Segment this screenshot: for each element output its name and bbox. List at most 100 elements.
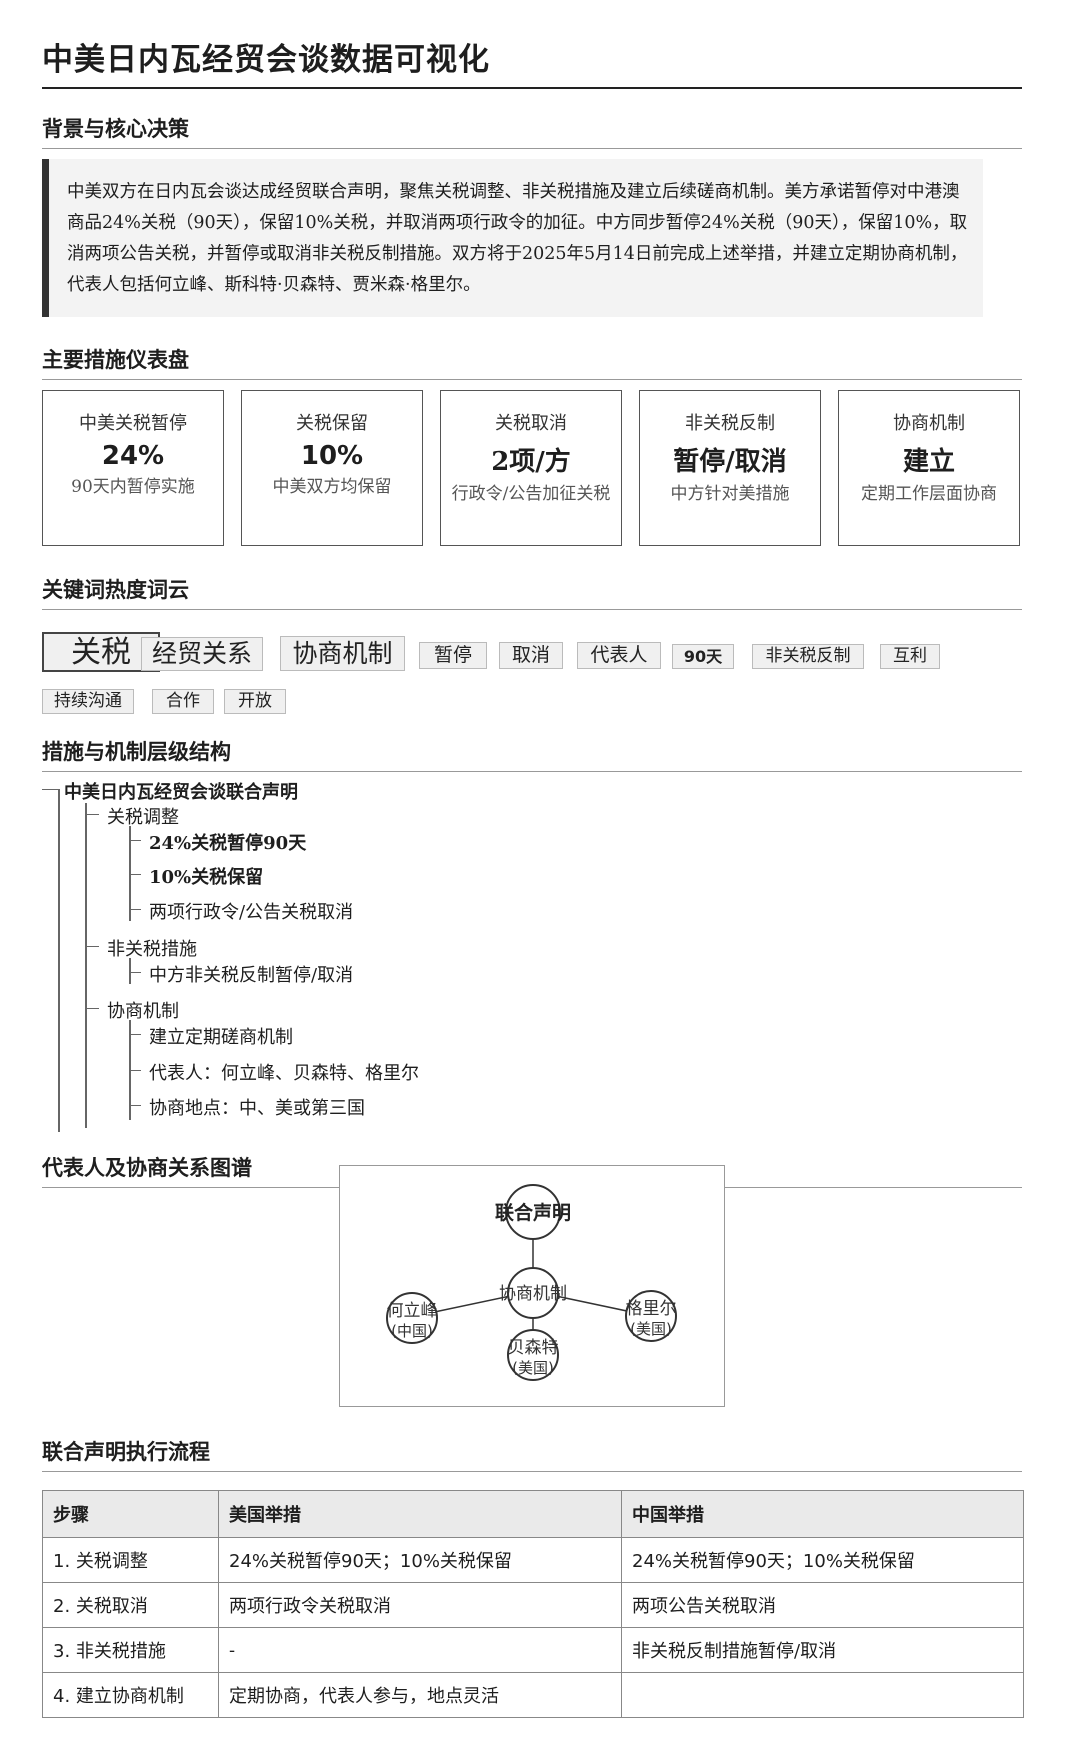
tree-line	[129, 874, 141, 875]
tree-line	[42, 789, 60, 790]
card-value: 暂停/取消	[673, 447, 787, 477]
card-consultation: 协商机制 建立 定期工作层面协商	[838, 390, 1020, 546]
table-header-cell: 美国举措	[218, 1490, 622, 1538]
table-cell: 24%关税暂停90天；10%关税保留	[621, 1537, 1024, 1583]
table-header-cell: 中国举措	[621, 1490, 1024, 1538]
card-desc: 中美双方均保留	[272, 477, 392, 497]
table-cell: 两项公告关税取消	[621, 1582, 1024, 1628]
label-he-country: (中国)	[391, 1322, 433, 1340]
page-title: 中美日内瓦经贸会谈数据可视化	[42, 0, 1022, 89]
table-cell	[621, 1672, 1024, 1718]
table-cell: 两项行政令关税取消	[218, 1582, 622, 1628]
tree-leaf: 建立定期磋商机制	[149, 1027, 293, 1048]
keyword-tag: 代表人	[577, 642, 661, 669]
card-value: 2项/方	[491, 447, 571, 477]
table-cell: 1. 关税调整	[42, 1537, 219, 1583]
keyword-tag: 开放	[224, 689, 286, 714]
tree-line	[58, 789, 60, 1132]
keyword-tag: 取消	[499, 642, 563, 669]
keyword-tag: 协商机制	[280, 636, 405, 671]
keyword-tag: 暂停	[419, 642, 487, 669]
card-value: 建立	[902, 447, 955, 477]
keyword-tag: 经贸关系	[141, 637, 263, 671]
tree-leaf: 中方非关税反制暂停/取消	[149, 965, 354, 986]
label-statement: 联合声明	[495, 1201, 571, 1224]
tree-line	[129, 1105, 141, 1106]
tree-group-consultation: 协商机制	[107, 1001, 179, 1022]
card-tariff-pause: 中美关税暂停 24% 90天内暂停实施	[42, 390, 224, 546]
tree-line	[129, 1070, 141, 1071]
tree-leaf: 代表人：何立峰、贝森特、格里尔	[149, 1063, 419, 1084]
table-cell: 4. 建立协商机制	[42, 1672, 219, 1718]
card-tariff-cancel: 关税取消 2项/方 行政令/公告加征关税	[440, 390, 622, 546]
table-header-row: 步骤 美国举措 中国举措	[42, 1490, 1024, 1538]
dashboard-cards: 中美关税暂停 24% 90天内暂停实施 关税保留 10% 中美双方均保留 关税取…	[42, 390, 1022, 546]
card-tariff-retain: 关税保留 10% 中美双方均保留	[241, 390, 423, 546]
keyword-tag: 持续沟通	[42, 689, 134, 714]
tree-line	[129, 840, 141, 841]
tree-line	[85, 803, 87, 1128]
keyword-tag: 互利	[880, 644, 940, 669]
section-title-wordcloud: 关键词热度词云	[42, 574, 1022, 610]
keyword-tag: 关税	[42, 632, 160, 672]
label-bessent-country: (美国)	[512, 1359, 554, 1377]
table-row: 3. 非关税措施 - 非关税反制措施暂停/取消	[42, 1627, 1024, 1673]
section-title-flow: 联合声明执行流程	[42, 1436, 1022, 1472]
card-desc: 定期工作层面协商	[861, 484, 997, 504]
label-greer-name: 格里尔	[626, 1299, 677, 1319]
table-header-cell: 步骤	[42, 1490, 219, 1538]
table-row: 2. 关税取消 两项行政令关税取消 两项公告关税取消	[42, 1582, 1024, 1628]
card-title: 中美关税暂停	[79, 413, 187, 434]
table-cell: -	[218, 1627, 622, 1673]
card-desc: 90天内暂停实施	[71, 477, 195, 497]
tree-line	[129, 826, 131, 921]
keyword-cloud: 关税 经贸关系 协商机制 暂停 取消 代表人 90天 非关税反制 互利 持续沟通…	[42, 632, 1022, 722]
node-greer	[625, 1290, 677, 1342]
tree-root: 中美日内瓦经贸会谈联合声明	[64, 782, 298, 803]
tree-leaf: 两项行政令/公告关税取消	[149, 902, 354, 923]
tree-leaf: 24%关税暂停90天	[149, 833, 307, 854]
card-value: 24%	[101, 441, 165, 471]
node-statement	[505, 1184, 561, 1240]
tree-line	[129, 958, 131, 984]
table-cell: 3. 非关税措施	[42, 1627, 219, 1673]
tree-line	[85, 946, 99, 947]
node-bessent	[507, 1329, 559, 1381]
card-title: 非关税反制	[685, 413, 775, 434]
card-desc: 中方针对美措施	[670, 484, 790, 504]
tree-line	[129, 972, 141, 973]
card-non-tariff: 非关税反制 暂停/取消 中方针对美措施	[639, 390, 821, 546]
background-text: 中美双方在日内瓦会谈达成经贸联合声明，聚焦关税调整、非关税措施及建立后续磋商机制…	[67, 182, 968, 295]
keyword-tag: 90天	[672, 644, 734, 669]
card-title: 关税取消	[495, 413, 567, 434]
tree-group-non-tariff: 非关税措施	[107, 939, 197, 960]
card-title: 协商机制	[893, 413, 965, 434]
tree-line	[85, 1008, 99, 1009]
tree-line	[85, 814, 99, 815]
label-mechanism: 协商机制	[499, 1284, 567, 1304]
section-title-dashboard: 主要措施仪表盘	[42, 344, 1022, 380]
node-he	[386, 1292, 438, 1344]
edge-mechanism-he	[424, 1295, 511, 1315]
card-title: 关税保留	[296, 413, 368, 434]
section-title-hierarchy: 措施与机制层级结构	[42, 736, 1022, 772]
card-desc: 行政令/公告加征关税	[451, 484, 611, 504]
relationship-graph: 联合声明 协商机制 何立峰 (中国) 格里尔 (美国) 贝森特 (美国)	[339, 1165, 725, 1407]
tree-leaf: 协商地点：中、美或第三国	[149, 1098, 365, 1119]
hierarchy-tree: 中美日内瓦经贸会谈联合声明 关税调整 24%关税暂停90天 10%关税保留 两项…	[42, 778, 1022, 1138]
table-cell: 24%关税暂停90天；10%关税保留	[218, 1537, 622, 1583]
execution-flow-table: 步骤 美国举措 中国举措 1. 关税调整 24%关税暂停90天；10%关税保留 …	[42, 1490, 1024, 1718]
table-cell: 2. 关税取消	[42, 1582, 219, 1628]
table-cell: 定期协商，代表人参与，地点灵活	[218, 1672, 622, 1718]
relationship-graph-svg: 联合声明 协商机制 何立峰 (中国) 格里尔 (美国) 贝森特 (美国)	[386, 1184, 677, 1381]
tree-leaf: 10%关税保留	[149, 867, 264, 888]
section-title-background: 背景与核心决策	[42, 113, 1022, 149]
keyword-tag: 非关税反制	[752, 644, 864, 669]
table-row: 1. 关税调整 24%关税暂停90天；10%关税保留 24%关税暂停90天；10…	[42, 1537, 1024, 1583]
tree-line	[129, 1034, 141, 1035]
label-greer-country: (美国)	[630, 1320, 672, 1338]
tree-line	[129, 909, 141, 910]
tree-group-tariff: 关税调整	[107, 807, 179, 828]
keyword-tag: 合作	[152, 689, 214, 714]
card-value: 10%	[300, 441, 364, 471]
